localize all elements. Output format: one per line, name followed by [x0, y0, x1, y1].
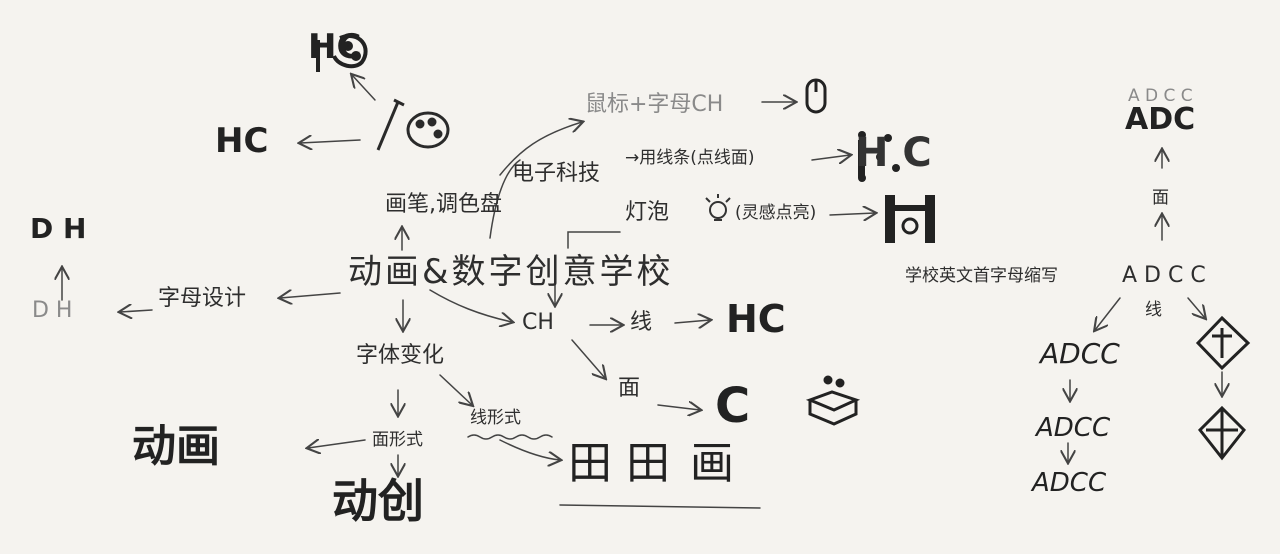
node-char-design: 字母设计 [158, 286, 247, 311]
arrow-ch-face [571, 339, 605, 378]
node-adcc-line: 线 [1145, 300, 1162, 320]
arrow-face-logo [657, 405, 700, 410]
h-bulb-icon [885, 195, 935, 243]
node-lines: →用线条(点线面) [625, 148, 755, 168]
logo-grid-2: 田 [626, 438, 670, 489]
logo-dh: D H [30, 212, 87, 245]
node-adcc-top: A D C C [1128, 86, 1193, 106]
dotted-hc-icon [858, 131, 900, 182]
logo-dongchuang: 动创 [332, 474, 424, 528]
arrow-brush-left [300, 140, 361, 143]
logo-hc-dots: H C [855, 130, 932, 176]
arrow-chars-dh [120, 310, 153, 312]
node-dh: D H [32, 298, 73, 323]
arrow-face-donghua [308, 440, 366, 448]
node-face-form: 面形式 [372, 430, 423, 450]
arrow-adcc-line-left [1095, 297, 1121, 330]
node-bulb: 灯泡 [625, 200, 670, 225]
logo-donghua: 动画 [132, 421, 220, 472]
arrow-center-tech [489, 159, 521, 239]
arrow-lines-logo [811, 155, 850, 160]
adcc-diamond-icon [1195, 315, 1251, 461]
cube-icon [805, 375, 861, 426]
node-line-form: 线形式 [470, 408, 521, 428]
hc-palette-top-icon [316, 34, 368, 72]
logo-adc-face: ADC [1125, 102, 1196, 137]
node-font-change: 字体变化 [356, 343, 445, 368]
node-adcc-face: 面 [1152, 188, 1169, 208]
mouse-icon [805, 78, 827, 114]
node-face: 面 [618, 376, 641, 401]
wavy-underline [467, 434, 553, 440]
arrow-brush-up [352, 75, 376, 101]
logo-grid-1: 田 [568, 438, 612, 489]
arrow-tech-mouse [499, 122, 582, 176]
arrow-font-line [439, 374, 472, 405]
arrow-line-grid [499, 439, 560, 460]
node-bulb-note: (灵感点亮) [735, 203, 817, 223]
logo-c-face: C [715, 378, 751, 434]
logo-adcc-c: ADCC [1032, 468, 1107, 498]
logo-grid-3: 画 [690, 438, 734, 489]
bulb-bracket [567, 231, 621, 249]
logo-hc-palette: HC [215, 121, 269, 161]
arrow-center-ch [429, 289, 512, 322]
arrow-line-logo [674, 320, 710, 323]
arrow-center-chars [280, 293, 341, 298]
node-line: 线 [630, 310, 653, 335]
logo-adcc-a: ADCC [1040, 337, 1120, 370]
node-ch: CH [522, 310, 554, 335]
logo-hc-line: HC [726, 297, 786, 341]
node-tech: 电子科技 [512, 161, 601, 186]
node-mouse-ch: 鼠标+字母CH [585, 92, 724, 117]
grid-underline [559, 504, 761, 509]
node-adcc: A D C C [1122, 263, 1206, 288]
center-title: 动画&数字创意学校 [348, 252, 674, 292]
node-brush-palette: 画笔,调色盘 [385, 192, 502, 217]
logo-hc-top: HC [308, 27, 362, 67]
arrow-bulb-logo [829, 213, 875, 215]
arrow-adcc-right [1187, 297, 1205, 318]
node-adcc-desc: 学校英文首字母缩写 [905, 266, 1058, 286]
bulb-icon [705, 194, 731, 221]
logo-adcc-b: ADCC [1036, 413, 1111, 443]
brush-palette-icon [376, 98, 450, 151]
